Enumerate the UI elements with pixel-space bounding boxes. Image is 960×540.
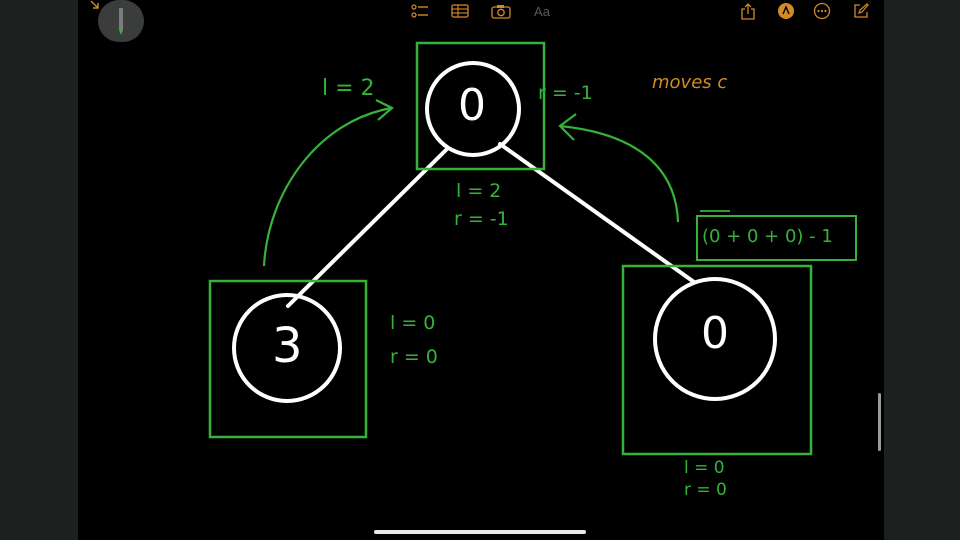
- edge-root-left: [286, 146, 450, 308]
- root-circle: [425, 61, 521, 157]
- right-child-box: [621, 264, 813, 456]
- markup-button[interactable]: [776, 2, 796, 20]
- markup-icon: [778, 3, 794, 19]
- more-icon: [813, 2, 831, 20]
- collapse-arrow-icon[interactable]: [90, 0, 102, 10]
- left-child-r-label: r = 0: [390, 346, 438, 368]
- formula-box: [696, 215, 857, 261]
- right-child-r-label: r = 0: [684, 480, 727, 500]
- root-r-label: r = -1: [538, 82, 593, 104]
- left-child-l-label: l = 0: [390, 312, 436, 334]
- home-indicator[interactable]: [374, 530, 586, 534]
- text-format-label: Aa: [534, 3, 550, 19]
- compose-button[interactable]: [851, 2, 871, 20]
- camera-button[interactable]: [490, 2, 512, 20]
- edge-root-right: [498, 142, 696, 284]
- pencil-tool-button[interactable]: [98, 0, 144, 42]
- share-button[interactable]: [739, 2, 757, 20]
- camera-icon: [491, 4, 511, 19]
- right-child-circle: [653, 277, 777, 401]
- text-format-button[interactable]: Aa: [530, 2, 554, 20]
- right-arrow: [559, 124, 680, 223]
- scrollbar-thumb[interactable]: [878, 393, 881, 451]
- compose-icon: [854, 3, 869, 18]
- root-below-l: l = 2: [456, 180, 502, 202]
- right-child-value: 0: [701, 308, 729, 359]
- right-child-l-label: l = 0: [684, 458, 725, 478]
- left-child-box: [208, 279, 368, 439]
- root-box: [415, 41, 546, 171]
- left-arrow: [262, 106, 393, 267]
- left-child-circle: [232, 293, 342, 403]
- table-button[interactable]: [450, 2, 470, 20]
- checklist-button[interactable]: [410, 2, 430, 20]
- drawing-canvas[interactable]: [78, 0, 884, 540]
- left-child-value: 3: [272, 318, 303, 374]
- more-button[interactable]: [812, 2, 832, 20]
- checklist-icon: [411, 4, 428, 18]
- root-node-value: 0: [458, 80, 486, 131]
- table-icon: [451, 4, 469, 18]
- root-l-label: l = 2: [322, 76, 375, 101]
- root-below-r: r = -1: [454, 208, 509, 230]
- pencil-tool-icon: [119, 8, 123, 35]
- formula-text: (0 + 0 + 0) - 1: [702, 226, 833, 247]
- share-icon: [741, 2, 755, 20]
- note-title: moves c: [652, 72, 728, 93]
